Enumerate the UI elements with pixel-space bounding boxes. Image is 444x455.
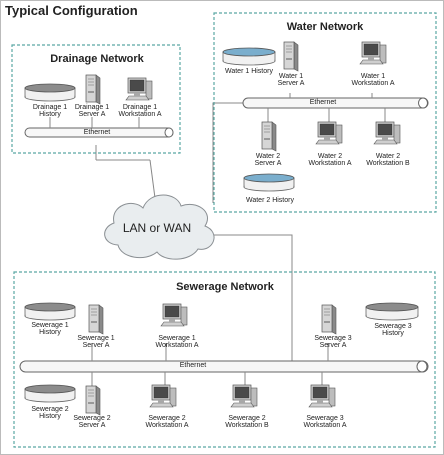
- water-ethernet-label: Ethernet: [309, 99, 337, 106]
- sewerage-2-workstation-a-label: Sewerage 2 Workstation A: [145, 415, 189, 430]
- drainage-1-workstation-a-label: Drainage 1 Workstation A: [118, 104, 162, 119]
- sewerage-3-server-a-label: Sewerage 3 Server A: [314, 335, 352, 350]
- water-2-workstation-a-label: Water 2 Workstation A: [308, 153, 352, 168]
- water-2-history-label: Water 2 History: [246, 197, 294, 204]
- water-box: [213, 12, 437, 213]
- sewerage-3-history-disk: [365, 302, 419, 321]
- water-2-workstation-b-label: Water 2 Workstation B: [366, 153, 410, 168]
- sewerage-1-server-a: [88, 304, 104, 335]
- sewerage-3-workstation-a: [308, 384, 336, 408]
- device-drops: [49, 93, 386, 386]
- sewerage-ethernet-label: Ethernet: [179, 362, 207, 369]
- drainage-1-server-a-label: Drainage 1 Server A: [74, 104, 110, 119]
- water-network-title: Water Network: [286, 21, 364, 33]
- sewerage-2-history-label: Sewerage 2 History: [31, 406, 69, 421]
- sewerage-1-history-label: Sewerage 1 History: [31, 322, 69, 337]
- sewerage-2-workstation-b: [230, 384, 258, 408]
- device-layer: [24, 41, 419, 416]
- sewerage-2-workstation-b-label: Sewerage 2 Workstation B: [225, 415, 269, 430]
- wan-links: [95, 102, 293, 367]
- diagram-title: Typical Configuration: [5, 3, 138, 18]
- water-1-workstation-a: [359, 41, 387, 65]
- water-to-cloud-line: [212, 102, 243, 203]
- drainage-network-title: Drainage Network: [50, 53, 144, 65]
- drainage-1-server-a: [85, 74, 101, 105]
- water-2-workstation-a: [315, 121, 343, 145]
- lan-wan-label: LAN or WAN: [122, 221, 192, 235]
- ethernet-pipes: [19, 97, 429, 373]
- water-1-history-disk: [222, 47, 276, 66]
- water-1-workstation-a-label: Water 1 Workstation A: [351, 73, 395, 88]
- water-1-server-a-label: Water 1 Server A: [277, 73, 305, 88]
- drainage-ethernet-label: Ethernet: [83, 129, 111, 136]
- water-2-server-a: [261, 121, 277, 152]
- network-boxes: [11, 12, 437, 448]
- drainage-to-cloud-line: [149, 159, 156, 199]
- sewerage-1-workstation-a-label: Sewerage 1 Workstation A: [155, 335, 199, 350]
- water-2-history-disk: [243, 173, 295, 192]
- sewerage-1-history-disk: [24, 302, 76, 321]
- water-2-server-a-label: Water 2 Server A: [254, 153, 282, 168]
- sewerage-2-server-a-label: Sewerage 2 Server A: [73, 415, 111, 430]
- sewerage-box: [13, 271, 436, 448]
- sewerage-network-title: Sewerage Network: [176, 281, 274, 293]
- drainage-1-history-label: Drainage 1 History: [32, 104, 68, 119]
- drainage-1-workstation-a: [125, 77, 153, 101]
- drainage-box: [11, 44, 181, 154]
- water-2-workstation-b: [373, 121, 401, 145]
- sewerage-2-server-a: [85, 385, 101, 416]
- lan-wan-cloud: [104, 194, 215, 260]
- sewerage-3-history-label: Sewerage 3 History: [374, 323, 412, 338]
- sewerage-2-history-disk: [24, 384, 76, 403]
- drainage-1-history-disk: [24, 83, 76, 102]
- sewerage-3-workstation-a-label: Sewerage 3 Workstation A: [303, 415, 347, 430]
- sewerage-2-workstation-a: [149, 384, 177, 408]
- water-1-history-label: Water 1 History: [225, 68, 273, 75]
- sewerage-to-cloud-line: [205, 234, 293, 367]
- sewerage-1-server-a-label: Sewerage 1 Server A: [77, 335, 115, 350]
- sewerage-3-server-a: [321, 304, 337, 335]
- sewerage-1-workstation-a: [160, 303, 188, 327]
- water-1-server-a: [283, 41, 299, 72]
